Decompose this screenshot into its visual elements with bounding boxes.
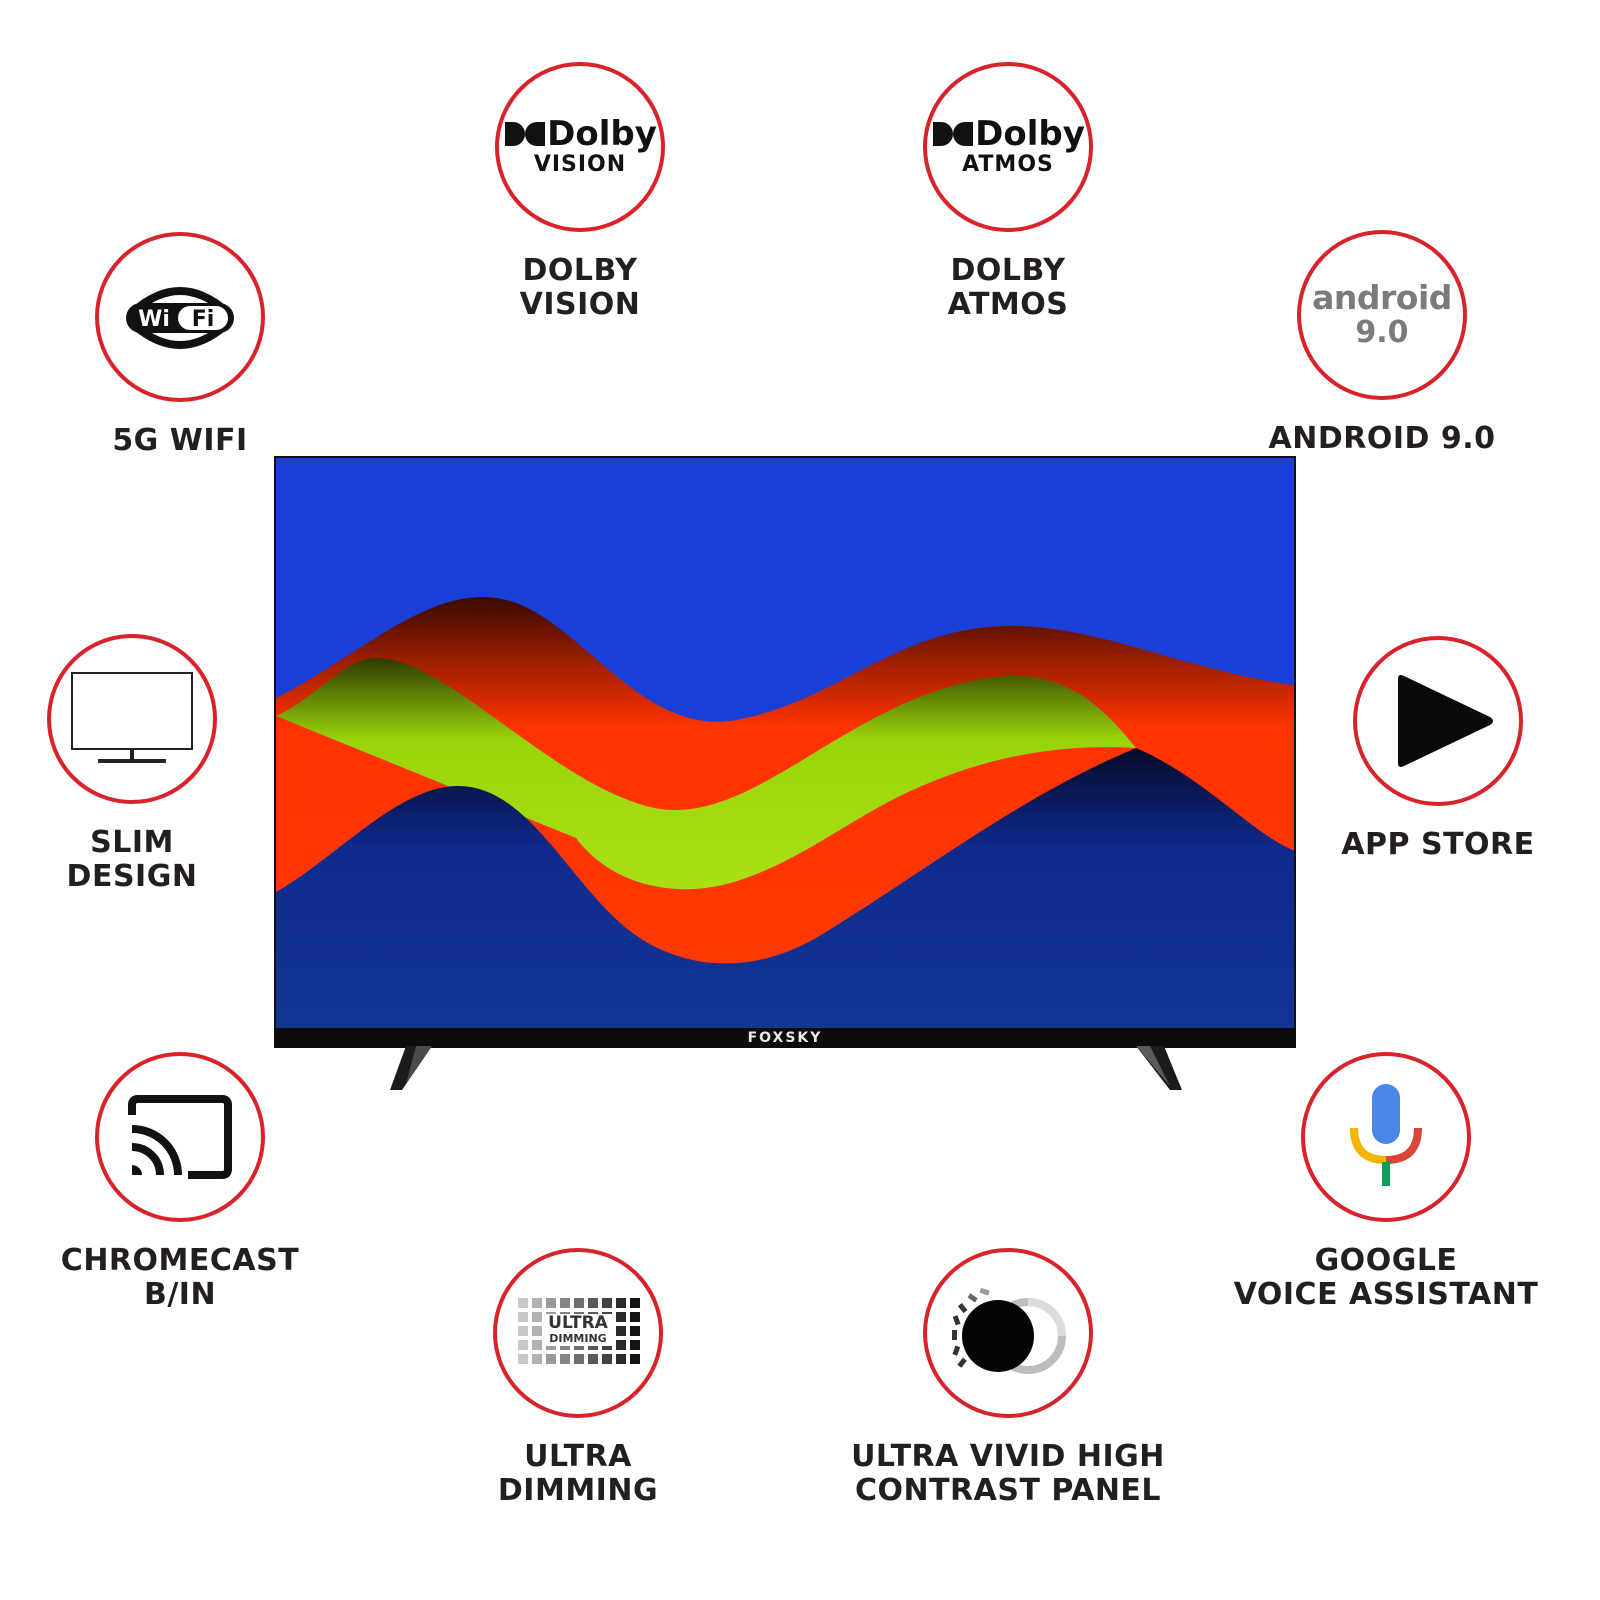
dimming-square: [546, 1354, 556, 1364]
feature-circle: [1301, 1052, 1471, 1222]
microphone-icon: [1350, 1084, 1422, 1186]
feature-circle: [923, 1248, 1093, 1418]
tv-stand-right: [1136, 1046, 1182, 1090]
tv: FOXSKY: [274, 456, 1296, 1048]
feature-label: ANDROID 9.0: [1268, 421, 1496, 456]
dolby-logo-icon: [933, 122, 974, 146]
dimming-square: [630, 1312, 640, 1322]
feature-circle: [95, 1052, 265, 1222]
dimming-square: [602, 1298, 612, 1308]
dimming-square: [560, 1354, 570, 1364]
dimming-square: [602, 1354, 612, 1364]
feature-circle: Dolby VISION: [495, 62, 665, 232]
dimming-square: [630, 1354, 640, 1364]
dimming-square: [574, 1298, 584, 1308]
dimming-square: [588, 1298, 598, 1308]
dolby-logo-icon: [505, 122, 546, 146]
tv-brand-logo: FOXSKY: [747, 1030, 823, 1046]
feature-circle: [1353, 636, 1523, 806]
feature-circle: ULTRA DIMMING: [493, 1248, 663, 1418]
feature-app-store: APP STORE: [1258, 636, 1600, 862]
tv-screen: [274, 456, 1296, 1030]
wallpaper-waves: [276, 458, 1294, 1028]
feature-wifi: Wi Fi 5G WIFI: [0, 232, 360, 458]
feature-circle: [47, 634, 217, 804]
cast-icon: [128, 1095, 232, 1179]
dimming-square: [616, 1312, 626, 1322]
dimming-square: [574, 1354, 584, 1364]
dolby-logo-sub: VISION: [533, 152, 627, 177]
dimming-square: [518, 1312, 528, 1322]
dimming-square: [616, 1298, 626, 1308]
android-logo-version: 9.0: [1355, 315, 1409, 350]
wifi-logo-text-wi: Wi: [138, 307, 170, 332]
dimming-square: [518, 1298, 528, 1308]
android-logo-icon: android 9.0: [1312, 280, 1452, 350]
dolby-logo-word: Dolby: [547, 114, 657, 154]
dimming-square: [532, 1298, 542, 1308]
dimming-grid-icon: ULTRA DIMMING: [516, 1294, 640, 1372]
dimming-square: [532, 1354, 542, 1364]
dimming-square: [630, 1340, 640, 1350]
dimming-square: [616, 1354, 626, 1364]
play-icon: [1398, 675, 1493, 767]
tv-bezel: [274, 1028, 1296, 1048]
feature-circle: Wi Fi: [95, 232, 265, 402]
dimming-square: [518, 1340, 528, 1350]
feature-label: APP STORE: [1341, 827, 1535, 862]
ultra-dimming-logo-text: ULTRA DIMMING: [542, 1314, 614, 1346]
wifi-logo-icon: Wi Fi: [126, 287, 234, 349]
dimming-square: [630, 1326, 640, 1336]
wifi-logo-text-fi: Fi: [192, 307, 215, 332]
dolby-logo-word: Dolby: [975, 114, 1085, 154]
feature-circle: android 9.0: [1297, 230, 1467, 400]
dimming-square: [616, 1340, 626, 1350]
dimming-square: [518, 1354, 528, 1364]
dimming-square: [560, 1298, 570, 1308]
dolby-logo-sub: ATMOS: [962, 152, 1054, 177]
dimming-square: [532, 1326, 542, 1336]
dimming-square: [588, 1354, 598, 1364]
tv-stand-left: [390, 1046, 432, 1090]
dimming-square: [616, 1326, 626, 1336]
feature-label: 5G WIFI: [112, 423, 248, 458]
dimming-square: [518, 1326, 528, 1336]
monitor-icon: [71, 672, 193, 763]
feature-android: android 9.0 ANDROID 9.0: [1202, 230, 1562, 456]
dimming-square: [546, 1298, 556, 1308]
dimming-square: [532, 1312, 542, 1322]
android-logo-word: android: [1312, 278, 1452, 317]
feature-circle: Dolby ATMOS: [923, 62, 1093, 232]
contrast-icon: [952, 1287, 1066, 1374]
dimming-square: [630, 1298, 640, 1308]
dimming-square: [532, 1340, 542, 1350]
